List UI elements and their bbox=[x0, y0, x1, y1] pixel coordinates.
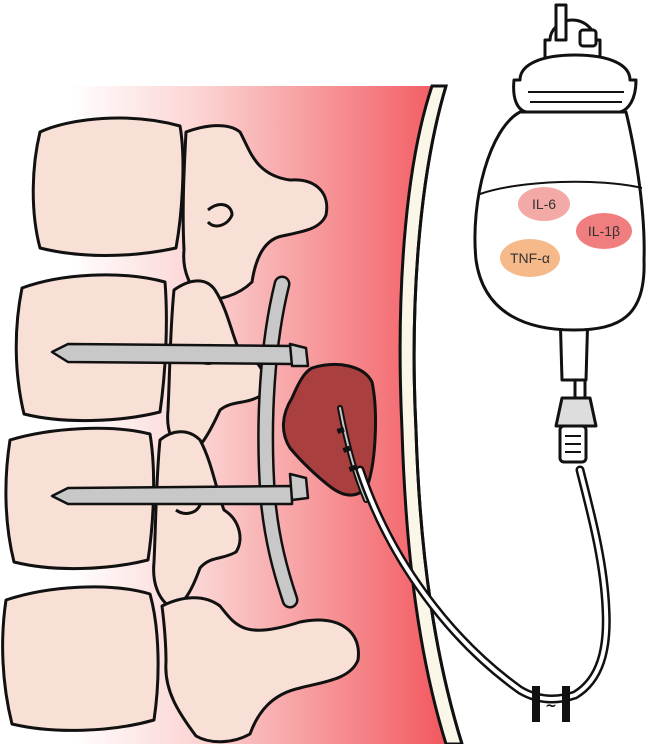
tube-clamp: ~ bbox=[532, 686, 570, 722]
cytokine-il6: IL-6 bbox=[518, 187, 570, 221]
il6-label: IL-6 bbox=[532, 196, 556, 212]
pedicle-screw-1 bbox=[52, 344, 308, 366]
clamp-symbol: ~ bbox=[545, 698, 557, 714]
cytokine-tnfa: TNF-α bbox=[500, 239, 560, 277]
tnfa-label: TNF-α bbox=[510, 250, 550, 266]
il1b-label: IL-1β bbox=[588, 223, 620, 239]
cytokine-il1b: IL-1β bbox=[576, 213, 632, 249]
